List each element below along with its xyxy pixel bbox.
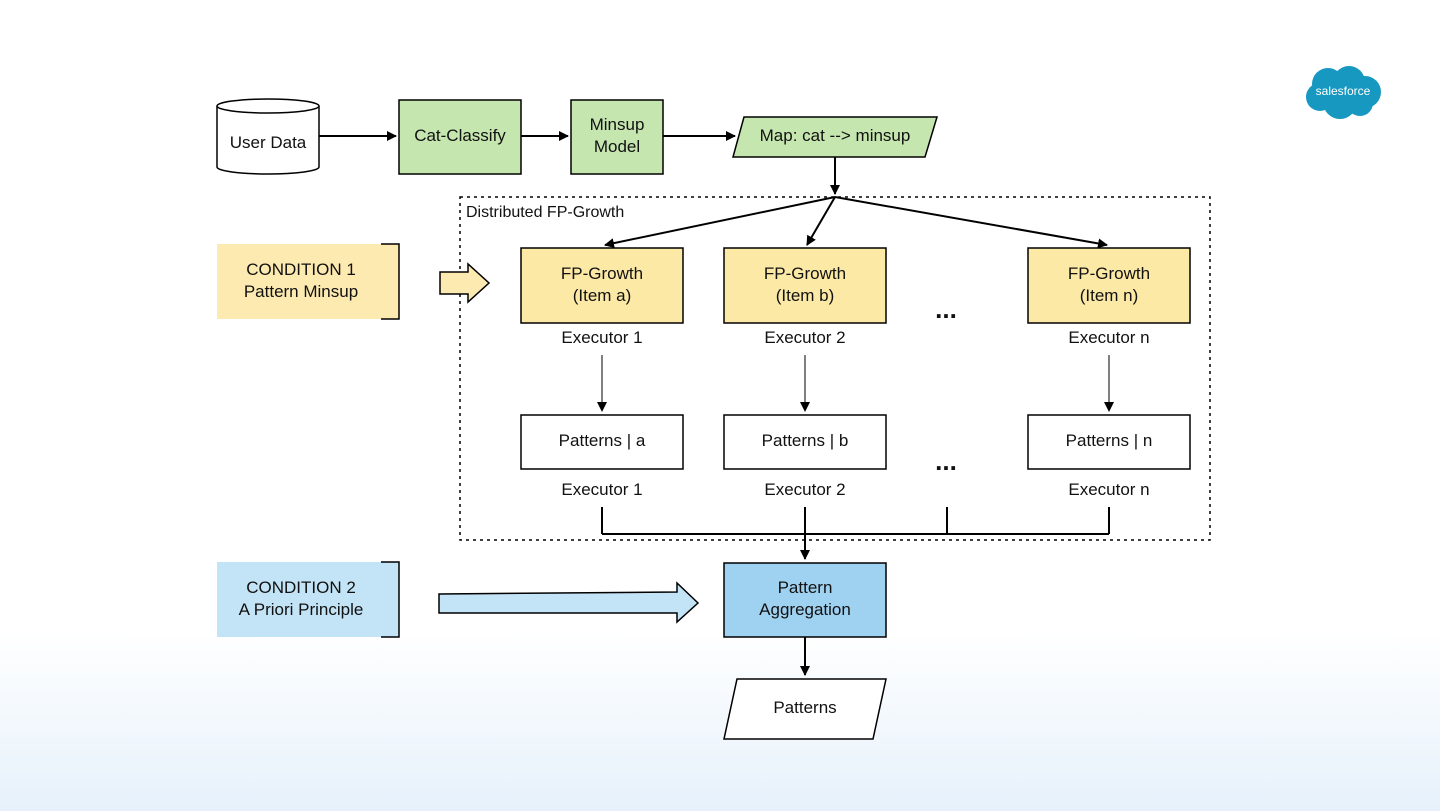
patterns-a-executor: Executor 1 <box>561 480 642 499</box>
cat-classify-label: Cat-Classify <box>414 126 506 145</box>
minsup-model-line1: Minsup <box>590 115 645 134</box>
output-patterns-label: Patterns <box>773 698 836 717</box>
patterns-n-label: Patterns | n <box>1066 431 1153 450</box>
pattern-aggregation-node: Pattern Aggregation <box>723 562 887 638</box>
merge-connector <box>601 507 1110 535</box>
fp-growth-node-b: FP-Growth (Item b) <box>723 247 887 324</box>
fp-growth-n-line1: FP-Growth <box>1068 264 1150 283</box>
salesforce-logo: salesforce <box>1306 66 1381 119</box>
arrow-fanout-n <box>834 196 1108 249</box>
fp-growth-n-line2: (Item n) <box>1080 286 1139 305</box>
condition-2-text: A Priori Principle <box>239 600 364 619</box>
fp-growth-n-executor: Executor n <box>1068 328 1149 347</box>
output-patterns-node: Patterns <box>723 678 887 740</box>
condition-1-title: CONDITION 1 <box>246 260 356 279</box>
patterns-n-executor: Executor n <box>1068 480 1149 499</box>
distributed-fp-growth-container: Distributed FP-Growth <box>459 196 1211 541</box>
fp-growth-node-n: FP-Growth (Item n) <box>1027 247 1191 324</box>
patterns-b-label: Patterns | b <box>762 431 849 450</box>
condition-1-text: Pattern Minsup <box>244 282 358 301</box>
patterns-node-n: Patterns | n <box>1027 414 1191 470</box>
map-label: Map: cat --> minsup <box>760 126 911 145</box>
patterns-a-label: Patterns | a <box>559 431 646 450</box>
arrow-fanout-a <box>604 196 836 249</box>
fp-growth-node-a: FP-Growth (Item a) <box>520 247 684 324</box>
distributed-title: Distributed FP-Growth <box>466 204 624 221</box>
user-data-label: User Data <box>230 133 307 152</box>
condition-2-note: CONDITION 2 A Priori Principle <box>217 561 400 638</box>
user-data-node: User Data <box>216 98 320 175</box>
minsup-model-node: Minsup Model <box>570 99 664 175</box>
logo-text: salesforce <box>1316 84 1371 98</box>
patterns-node-a: Patterns | a <box>520 414 684 470</box>
patterns-b-executor: Executor 2 <box>764 480 845 499</box>
aggregation-line1: Pattern <box>778 578 833 597</box>
fp-growth-b-line2: (Item b) <box>776 286 835 305</box>
fp-growth-a-executor: Executor 1 <box>561 328 642 347</box>
fp-growth-b-executor: Executor 2 <box>764 328 845 347</box>
condition-1-arrow <box>439 262 491 304</box>
ellipsis-lower: ... <box>935 446 957 476</box>
patterns-node-b: Patterns | b <box>723 414 887 470</box>
arrow-fanout-b <box>806 196 836 246</box>
condition-2-title: CONDITION 2 <box>246 578 356 597</box>
map-node: Map: cat --> minsup <box>732 116 939 158</box>
condition-2-arrow <box>438 581 700 624</box>
cat-classify-node: Cat-Classify <box>398 99 522 175</box>
condition-1-note: CONDITION 1 Pattern Minsup <box>217 243 400 320</box>
ellipsis-upper: ... <box>935 294 957 324</box>
minsup-model-line2: Model <box>594 137 640 156</box>
fp-growth-b-line1: FP-Growth <box>764 264 846 283</box>
fp-growth-a-line1: FP-Growth <box>561 264 643 283</box>
aggregation-line2: Aggregation <box>759 600 851 619</box>
fp-growth-a-line2: (Item a) <box>573 286 632 305</box>
